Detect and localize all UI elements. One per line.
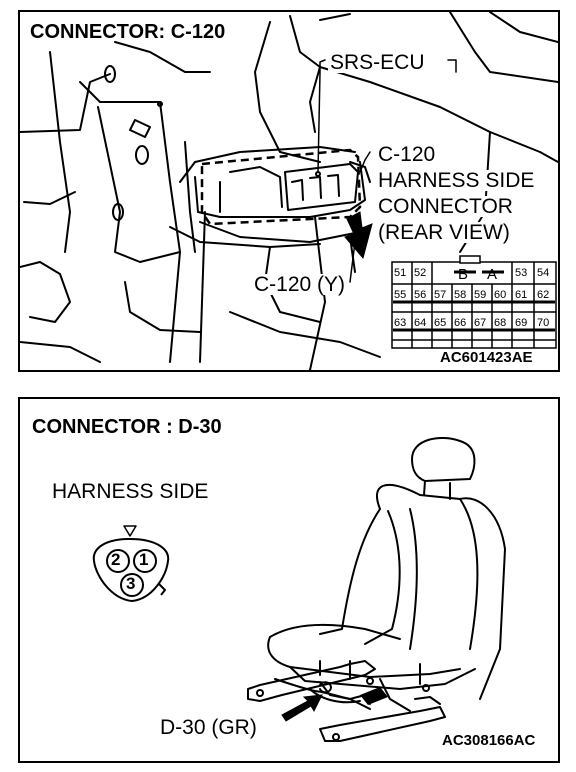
d30-pin-1: 1	[139, 550, 149, 569]
pin-59: 59	[474, 289, 487, 301]
pin-52: 52	[414, 267, 427, 279]
pin-60: 60	[494, 289, 507, 301]
d30-pin-3: 3	[126, 574, 136, 593]
d30-plug-label: D-30 (GR)	[160, 716, 257, 739]
harness-side-label: HARNESS SIDE	[376, 169, 537, 192]
c120-pin-grid	[391, 255, 557, 349]
pin-56: 56	[414, 289, 427, 301]
srs-ecu-label: SRS-ECU	[328, 51, 427, 74]
d30-arrow	[281, 694, 323, 722]
d30-panel: CONNECTOR : D-30 HARNESS SIDE 2 1 3 D-30…	[18, 397, 560, 763]
pin-55: 55	[394, 289, 407, 301]
pin-65: 65	[434, 317, 447, 329]
pin-54: 54	[537, 267, 550, 279]
c120-plug-label: C-120 (Y)	[252, 273, 348, 296]
d30-title: CONNECTOR : D-30	[32, 416, 222, 438]
c120-title: CONNECTOR: C-120	[30, 21, 226, 43]
pin-70: 70	[537, 317, 550, 329]
d30-harness-side-label: HARNESS SIDE	[52, 480, 209, 503]
pin-a: A	[487, 266, 498, 283]
d30-line-drawing	[92, 437, 506, 742]
connector-label: CONNECTOR	[376, 195, 515, 218]
c120-line-drawing	[20, 12, 558, 370]
pin-53: 53	[515, 267, 528, 279]
pin-62: 62	[537, 289, 550, 301]
pin-b: B	[458, 266, 469, 283]
pin-58: 58	[454, 289, 467, 301]
pin-64: 64	[414, 317, 427, 329]
harness-connector	[360, 687, 388, 705]
pin-68: 68	[494, 317, 507, 329]
pin-51: 51	[394, 267, 407, 279]
c120-connector-label: C-120	[376, 143, 438, 166]
pin-57: 57	[434, 289, 447, 301]
pin-61: 61	[515, 289, 528, 301]
seat-drawing	[247, 437, 506, 742]
c120-figure-code: AC601423AE	[440, 349, 533, 366]
d30-pin-2: 2	[111, 550, 121, 569]
d30-figure-code: AC308166AC	[442, 732, 536, 749]
d30-connector-face	[92, 525, 170, 602]
pin-63: 63	[394, 317, 407, 329]
pin-69: 69	[515, 317, 528, 329]
c120-panel: CONNECTOR: C-120 SRS-ECU C-120 HARNESS S…	[18, 10, 560, 372]
pin-66: 66	[454, 317, 467, 329]
pin-67: 67	[474, 317, 487, 329]
rear-view-label: (REAR VIEW)	[376, 221, 512, 244]
